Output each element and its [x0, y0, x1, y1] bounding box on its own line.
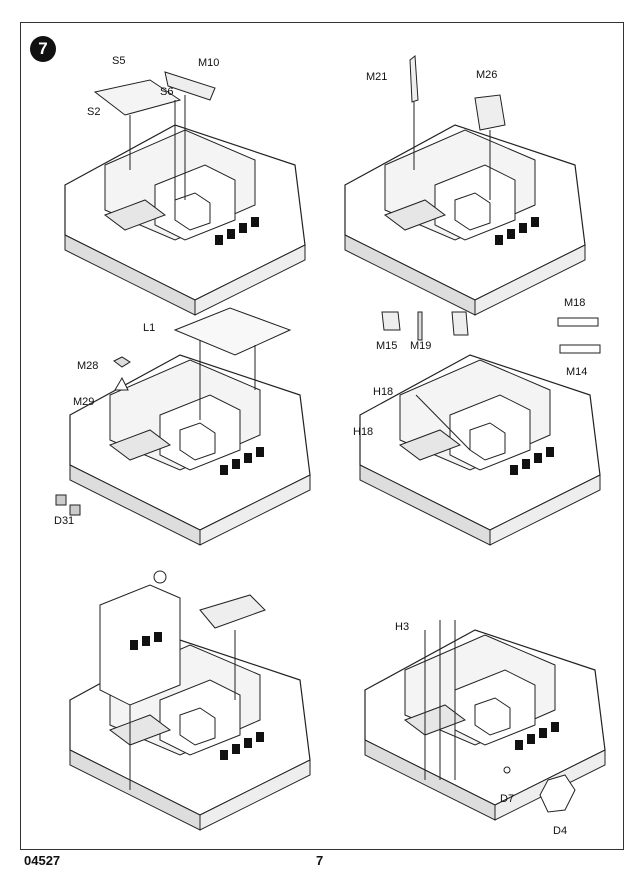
part-label-m18: M18: [564, 297, 586, 309]
part-label-d4: D4: [553, 825, 568, 837]
part-label-d31: D31: [54, 515, 75, 527]
part-label-s6: S6: [160, 86, 174, 98]
page-number: 7: [316, 853, 324, 868]
part-label-s2: S2: [87, 106, 101, 118]
part-label-m21: M21: [366, 71, 388, 83]
panel-mid-right-drawing: [359, 311, 601, 546]
part-label-l1: L1: [143, 322, 156, 334]
part-label-d7: D7: [500, 793, 515, 805]
part-label-h18: H18: [373, 386, 394, 398]
part-label-h3: H3: [395, 621, 410, 633]
page-frame: [20, 22, 624, 850]
part-label-m14: M14: [566, 366, 588, 378]
part-label-h18-second: H18: [353, 426, 374, 438]
panel-top-right-drawing: [344, 55, 586, 316]
part-label-m28: M28: [77, 360, 99, 372]
part-label-m10: M10: [198, 57, 220, 69]
part-label-s5: S5: [112, 55, 126, 67]
part-label-m26: M26: [476, 69, 498, 81]
panel-top-left-drawing: [64, 71, 306, 316]
step-number-badge: 7: [30, 36, 56, 62]
part-label-m15: M15: [376, 340, 398, 352]
panel-mid-left-drawing: [55, 307, 311, 546]
part-label-m29: M29: [73, 396, 95, 408]
part-label-m19: M19: [410, 340, 432, 352]
panel-bottom-right-drawing: [364, 620, 606, 821]
kit-number: 04527: [24, 853, 61, 868]
panel-bottom-left-drawing: [69, 570, 311, 831]
